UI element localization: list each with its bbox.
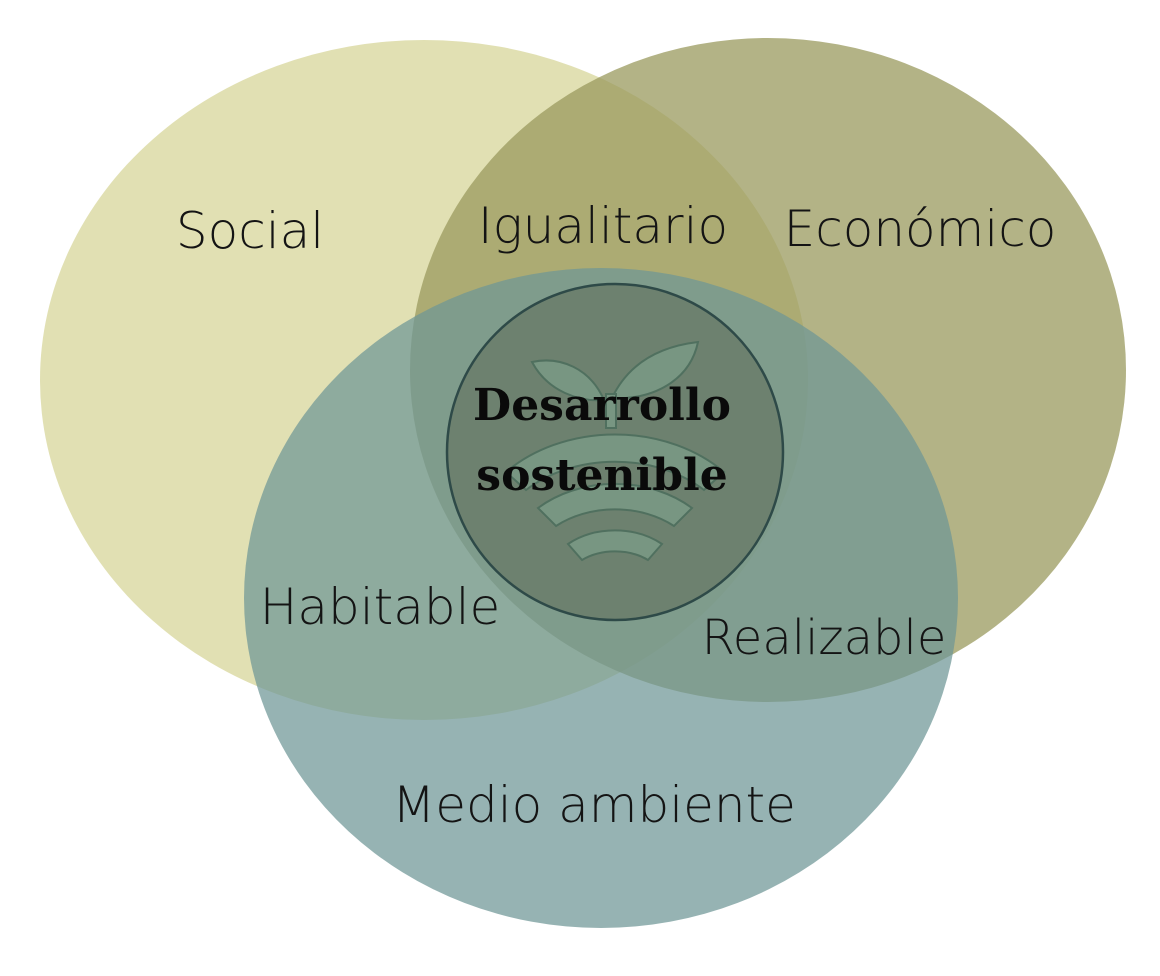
sprout-wifi-icon xyxy=(504,340,726,562)
center-emblem: Desarrollo sostenible xyxy=(445,282,785,622)
label-medio-ambiente: Medio ambiente xyxy=(392,776,796,834)
label-economico: Económico xyxy=(784,200,1057,258)
center-title-line2: sostenible xyxy=(476,450,727,501)
label-habitable: Habitable xyxy=(260,578,501,636)
label-social: Social xyxy=(176,202,324,260)
center-title-line1: Desarrollo xyxy=(473,380,731,431)
label-realizable: Realizable xyxy=(702,610,947,666)
label-igualitario: Igualitario xyxy=(478,197,728,255)
